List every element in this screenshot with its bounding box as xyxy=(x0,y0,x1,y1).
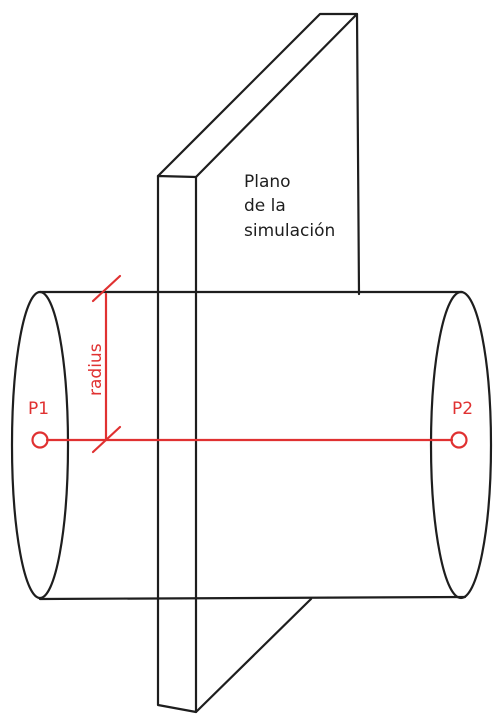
radius-label: radius xyxy=(86,343,106,396)
point-p1-marker xyxy=(31,431,49,449)
plane-back-edge xyxy=(355,12,361,296)
cylinder-left-end xyxy=(10,290,70,600)
point-p2-label: P2 xyxy=(452,399,473,419)
radius-bottom-tick xyxy=(91,425,122,454)
plane-label-line-2: de la xyxy=(244,196,286,216)
plane-bottom-diagonal xyxy=(194,597,313,714)
radius-top-tick xyxy=(91,274,122,303)
plane-label-line-3: simulación xyxy=(244,221,335,241)
cylinder-right-end xyxy=(429,290,493,600)
cylinder xyxy=(10,290,493,601)
plane-top-edge xyxy=(156,12,359,179)
point-p1-label: P1 xyxy=(28,399,49,419)
axis-annotation xyxy=(31,431,468,449)
plane-label-line-1: Plano xyxy=(244,172,291,192)
radius-annotation xyxy=(91,274,122,454)
cylinder-bottom-line xyxy=(38,595,467,601)
point-p2-marker xyxy=(450,431,468,449)
plane-left-face xyxy=(156,174,198,714)
simulation-plane xyxy=(156,12,361,714)
